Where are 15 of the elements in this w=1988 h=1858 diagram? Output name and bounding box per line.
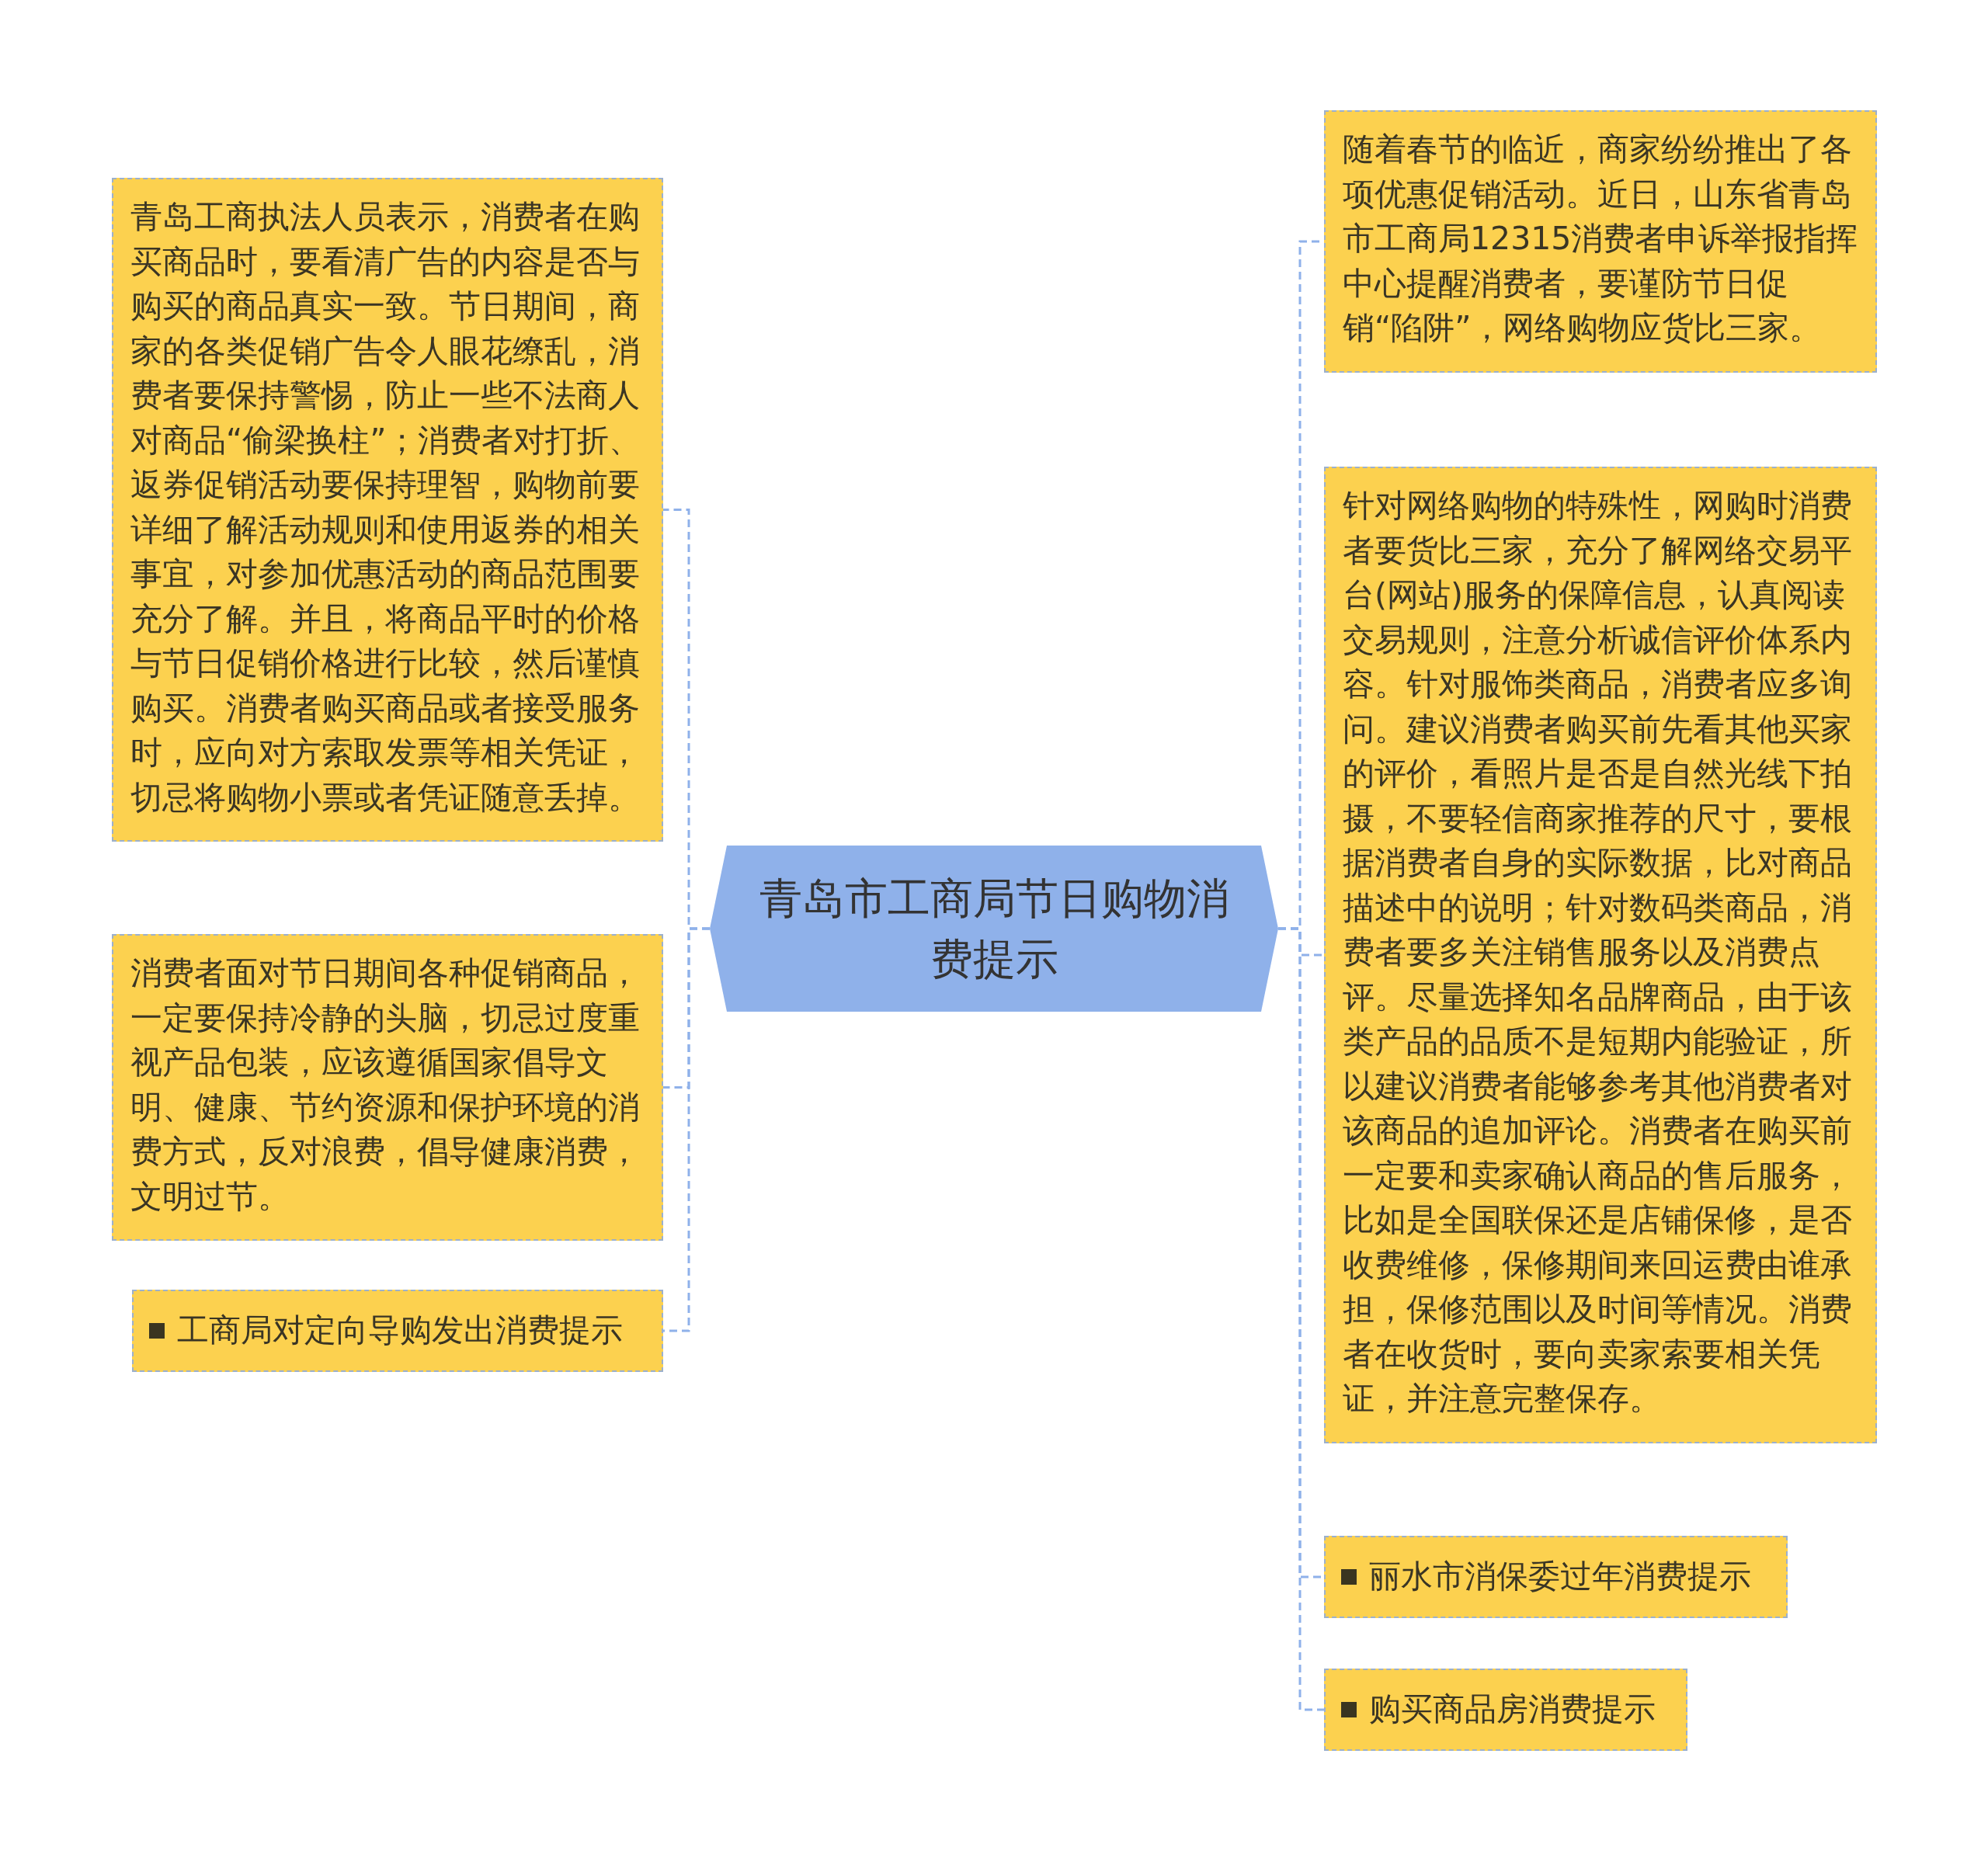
card-text: 消费者面对节日期间各种促销商品，一定要保持冷静的头脑，切忌过度重视产品包装，应该遵循国家倡导文明、健康、节约资源和保护环境的消费方式，反对浪费，倡导健康消费，文明过节。 [130, 953, 641, 1217]
card-text: 随着春节的临近，商家纷纷推出了各项优惠促销活动。近日，山东省青岛市工商局12315消费者申诉举报指挥中心提醒消费者，要谨防节日促销“陷阱”，网络购物应货比三家。 [1343, 130, 1858, 348]
card-text: 青岛工商执法人员表示，消费者在购买商品时，要看清广告的内容是否与购买的商品真实一致。节日期间，商家的各类促销广告令人眼花缭乱，消费者要保持警惕，防止一些不法商人对商品“偷梁换柱”；消费者对打折、返券促销活动要保持理智，购物前要详细了解活动规则和使用返券的相关事宜，对参加优惠活动的商品范围要充分了解。并且，将商品平时的价格与节日促销价格进行比较，然后谨慎购买。消费者购买商品或者接受服务时，应向对方索取发票等相关凭证，切忌将购物小票或者凭证随意丢掉。 [130, 197, 642, 818]
note-card [112, 934, 663, 1241]
topic-title: 青岛市工商局节日购物消费提示 [758, 873, 1230, 985]
card-text: 工商局对定向导购发出消费提示 [177, 1311, 623, 1350]
topic-card [1324, 1669, 1687, 1751]
card-text: 针对网络购物的特殊性，网购时消费者要货比三家，充分了解网络交易平台(网站)服务的保障信息，认真阅读交易规则，注意分析诚信评价体系内容。针对服饰类商品，消费者应多询问。建议消费者购买前先看其他买家的评价，看照片是否是自然光线下拍摄，不要轻信商家推荐的尺寸，要根据消费者自身的实际数据，比对商品描述中的说明；针对数码类商品，消费者要多关注销售服务以及消费点评。尽量选择知名品牌商品，由于该类产品的品质不是短期内能验证，所以建议消费者能够参考其他消费者对该商品的追加评论。消费者在购买前一定要和卖家确认商品的售后服务，比如是全国联保还是店铺保修，是否收费维修，保修期间来回运费由谁承担，保修范围以及时间等情况。消费者在收货时，要向卖家索要相关凭证，并注意完整保存。 [1343, 486, 1853, 1419]
connector-line [1278, 927, 1324, 1711]
card-text: 丽水市消保委过年消费提示 [1369, 1557, 1751, 1596]
topic-hexagon [710, 846, 1278, 1012]
note-card [1324, 110, 1877, 373]
topic-card [1324, 1536, 1788, 1618]
topic-card [132, 1290, 663, 1372]
card-text: 购买商品房消费提示 [1369, 1690, 1656, 1729]
